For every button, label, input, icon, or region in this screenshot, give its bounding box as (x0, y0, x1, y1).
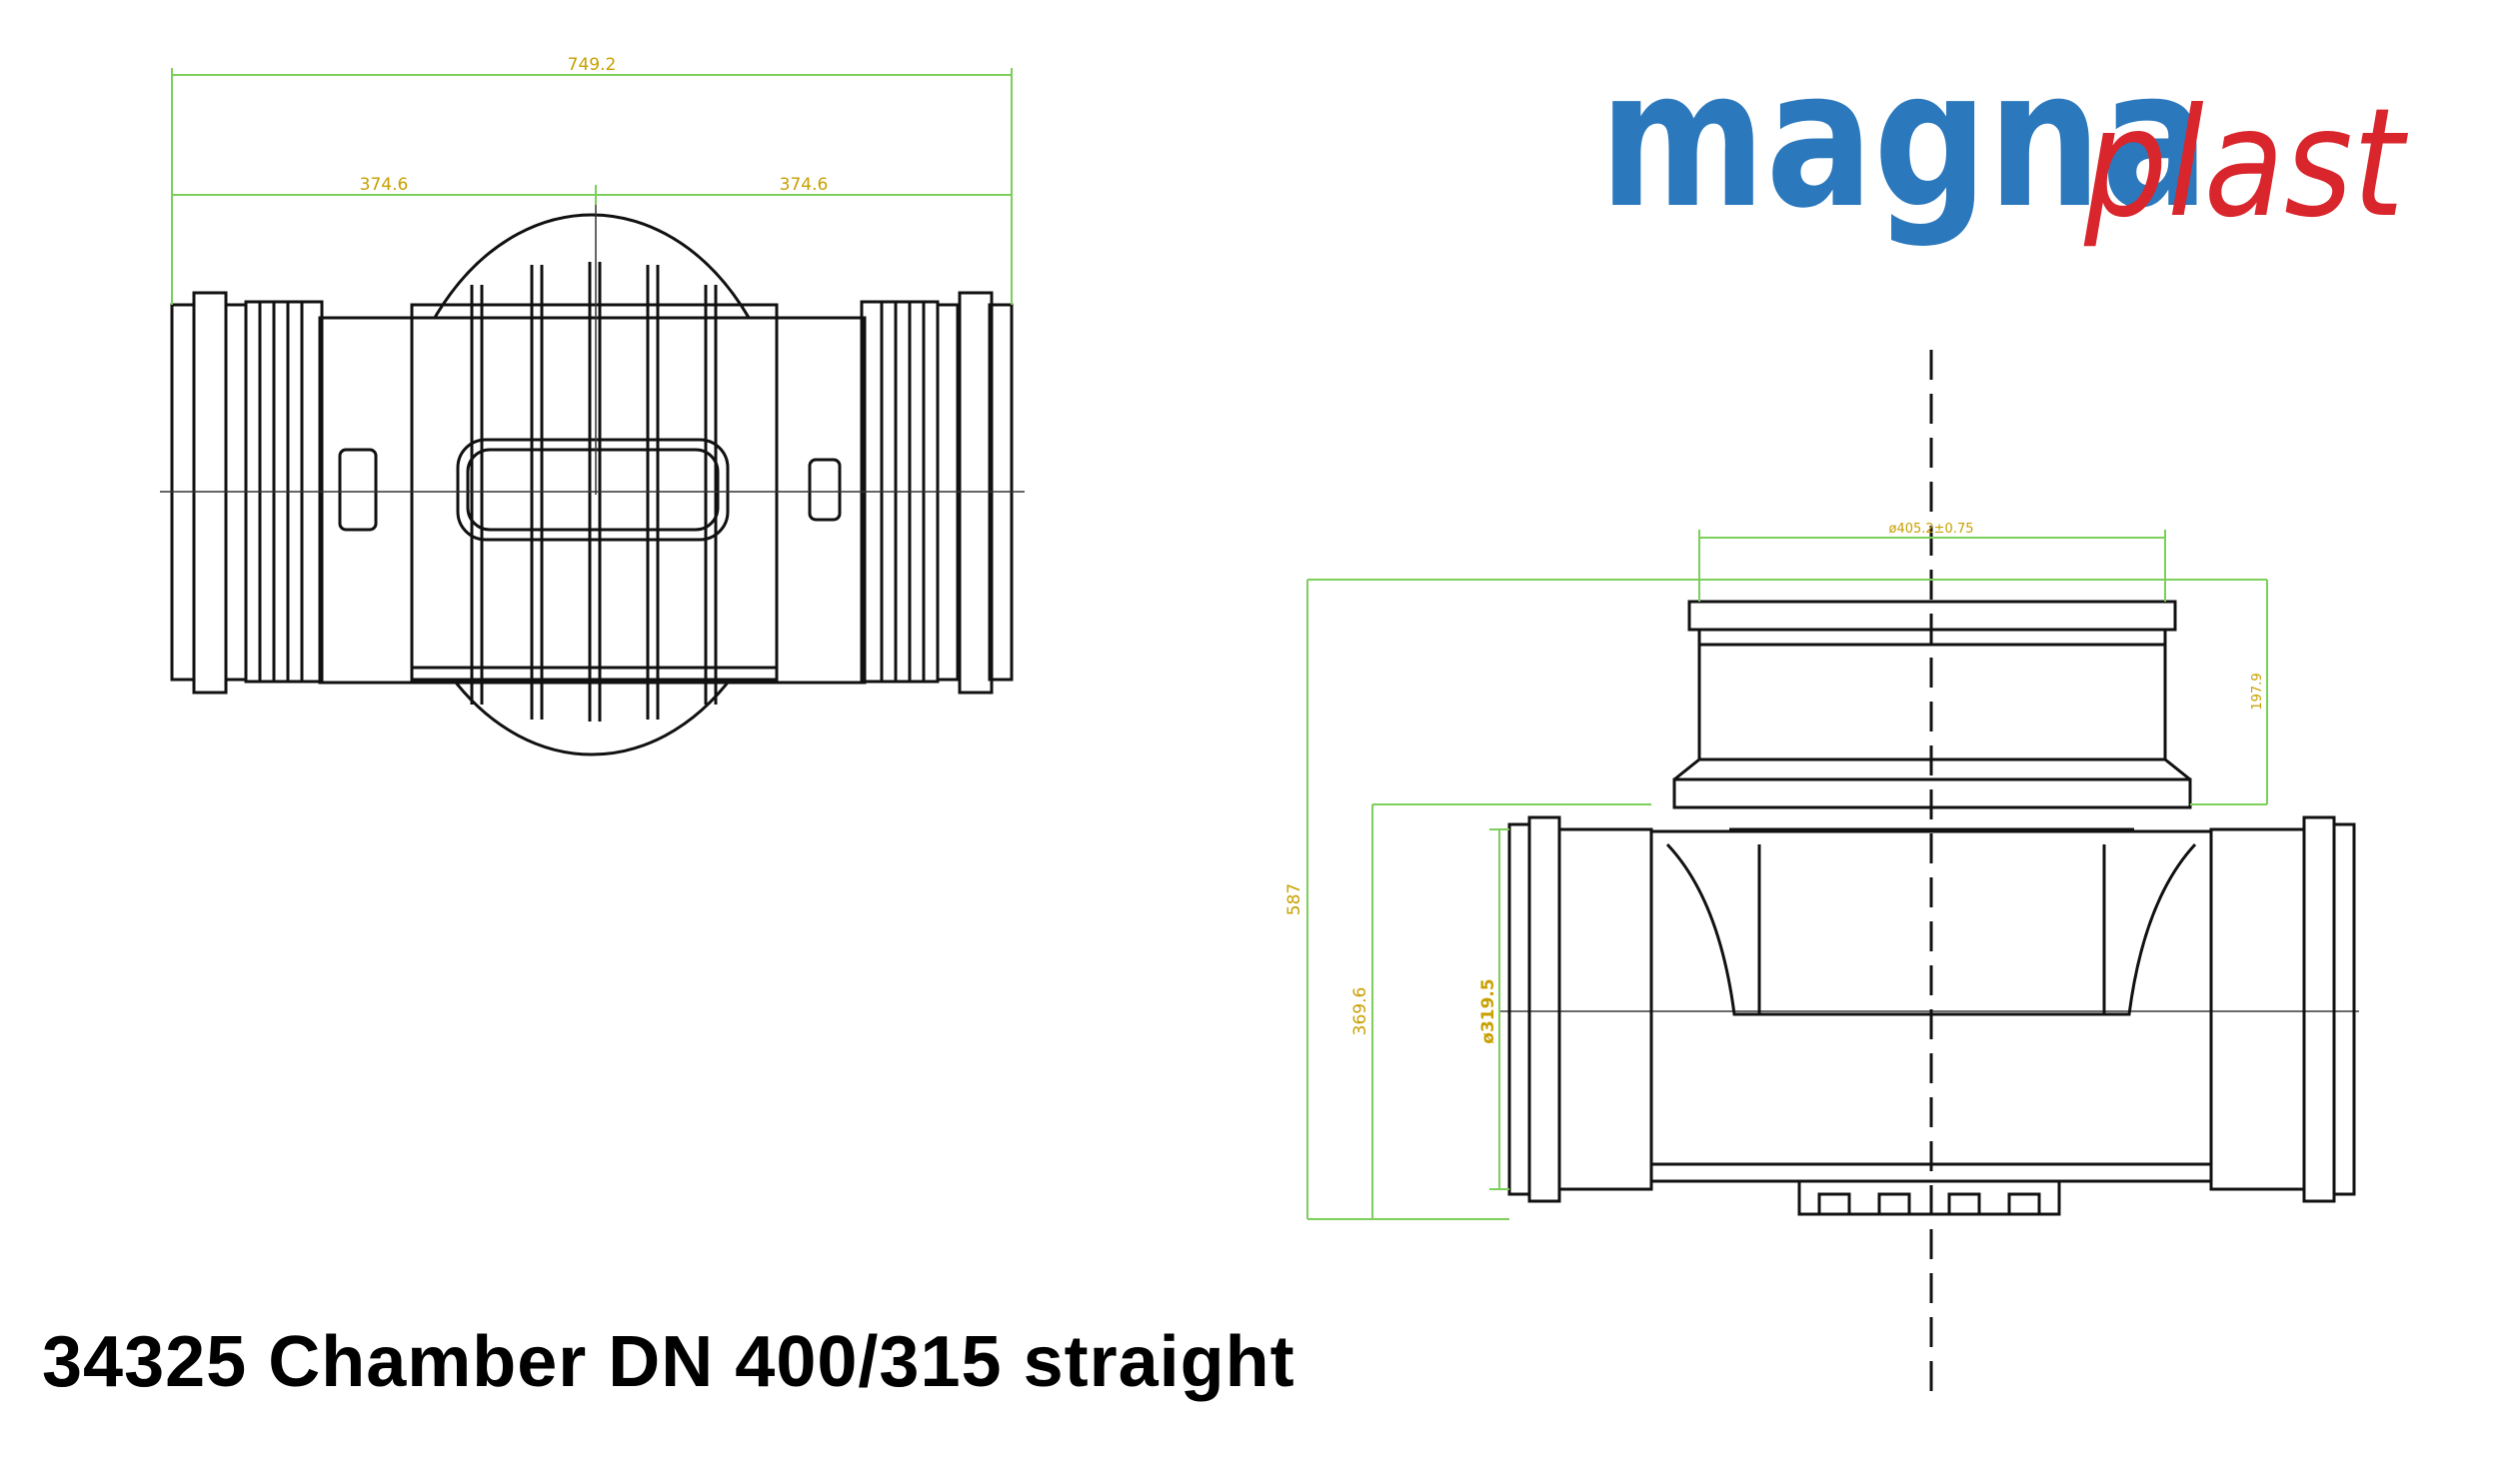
side-view-centerlines (1499, 350, 2359, 1399)
dim-overall-width: 749.2 (568, 55, 617, 75)
magnaplast-logo: magna plast (1599, 29, 2409, 251)
drawing-title: 34325 Chamber DN 400/315 straight (42, 1322, 1295, 1402)
dim-socket-height: 197.9 (2250, 673, 2265, 710)
dim-half-left: 374.6 (360, 175, 409, 195)
top-view (170, 213, 1014, 756)
top-view-dimensions (171, 68, 1013, 305)
dim-height-to-shoulder: 369.6 (1350, 987, 1370, 1036)
top-view-centerlines (160, 190, 1025, 495)
logo-part-plast: plast (2083, 77, 2408, 251)
dim-half-right: 374.6 (780, 175, 829, 195)
side-view-dimensions (1306, 530, 2268, 1220)
logo-part-magna: magna (1599, 29, 2209, 250)
side-view (1507, 600, 2356, 1216)
dim-height-total: 587 (1284, 883, 1304, 915)
dim-top-diameter: ø405.2±0.75 (1888, 522, 1973, 537)
dim-pipe-diameter: ø319.5 (1478, 978, 1498, 1043)
